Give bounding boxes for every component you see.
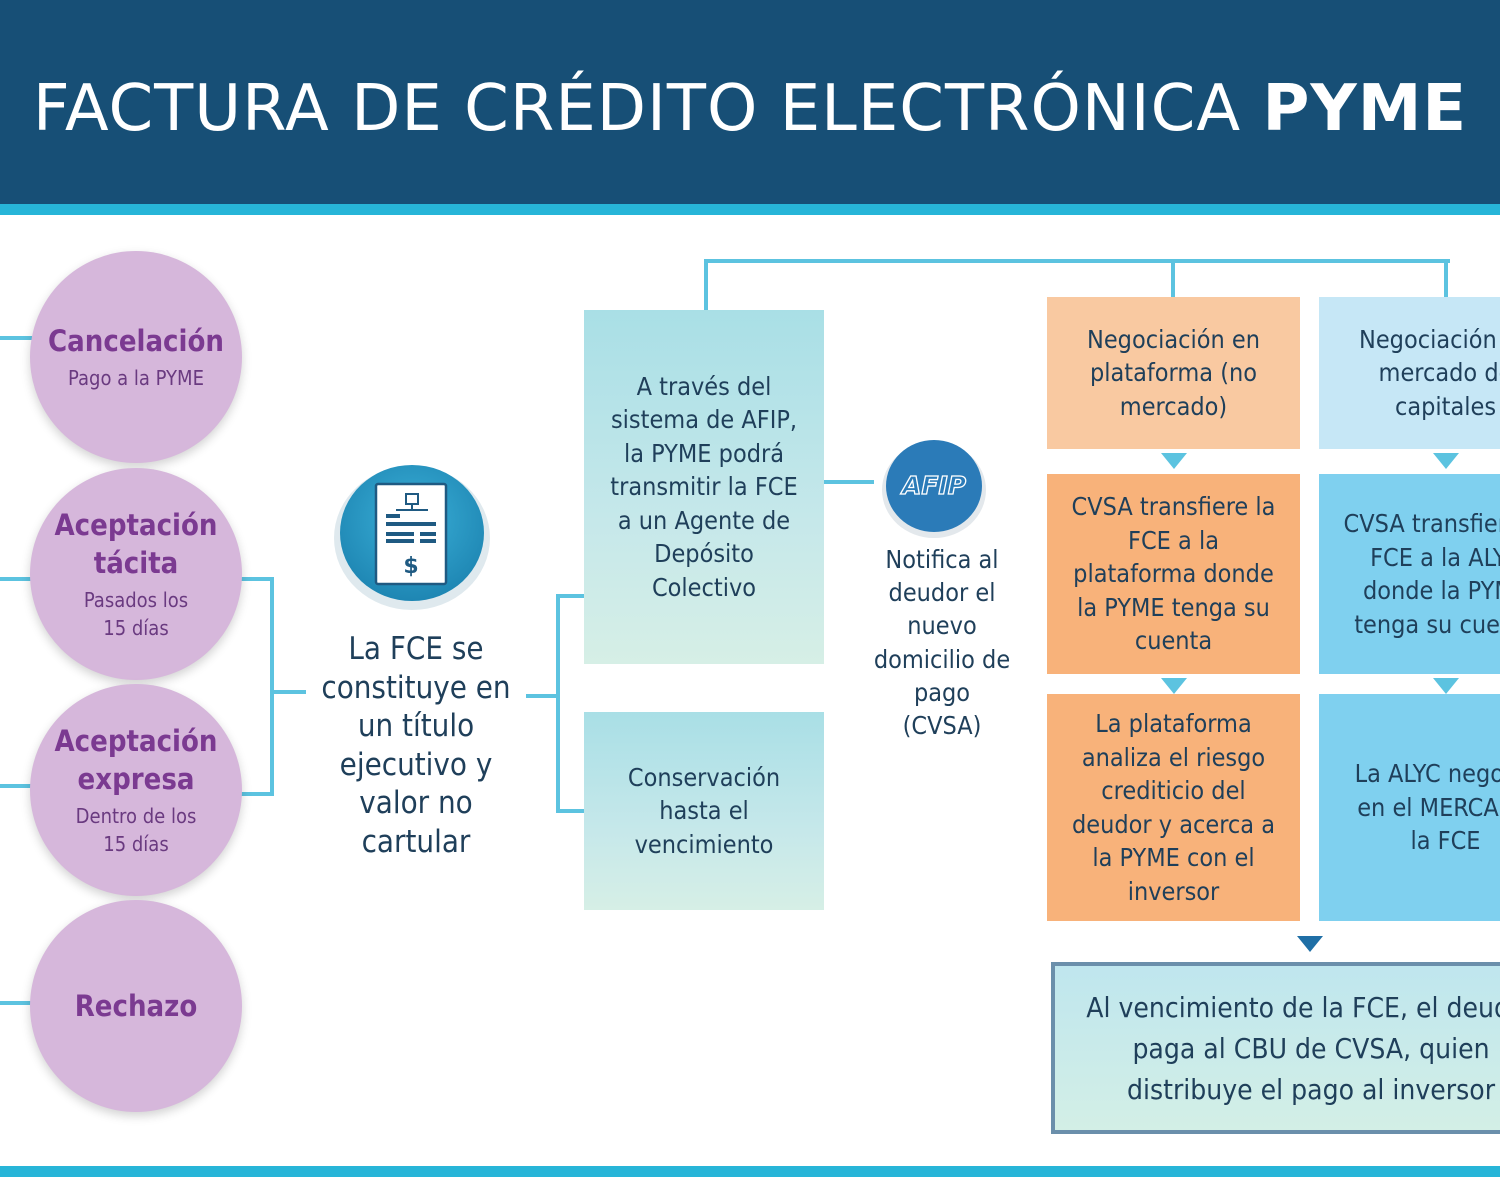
circle-title: Aceptación expresa (54, 724, 218, 796)
invoice-icon: $ (332, 458, 492, 610)
header-banner (0, 0, 1500, 204)
platform-step1-box: CVSA transfiere la FCE a la plataforma d… (1047, 474, 1300, 674)
platform-step1-text: CVSA transfiere la FCE a la plataforma d… (1071, 492, 1276, 656)
arrow-down-icon (1161, 453, 1187, 469)
arrow-down-icon (1297, 936, 1323, 952)
connector-line (0, 1001, 32, 1005)
title-bold: PYME (1262, 72, 1468, 146)
connector-line (824, 480, 874, 484)
circle-rechazo: Rechazo (30, 900, 242, 1112)
connector-line (1444, 259, 1448, 297)
afip-logo-icon: AFIP (880, 436, 988, 540)
fce-description: La FCE se constituye en un título ejecut… (321, 631, 511, 860)
connector-line (526, 694, 560, 698)
title-regular: FACTURA DE CRÉDITO ELECTRÓNICA (32, 72, 1263, 146)
market-step2-text: La ALYC negocia en el MERCADO la FCE (1354, 759, 1500, 856)
connector-line (270, 690, 306, 694)
afip-system-text: A través del sistema de AFIP, la PYME po… (610, 371, 798, 602)
arrow-down-icon (1161, 678, 1187, 694)
connector-line (704, 259, 1450, 263)
header-stripe (0, 204, 1500, 215)
platform-step2-text: La plataforma analiza el riesgo creditic… (1071, 709, 1275, 906)
afip-system-box: A través del sistema de AFIP, la PYME po… (584, 310, 824, 664)
afip-notice: Notifica al deudor el nuevo domicilio de… (873, 545, 1011, 741)
page-title: FACTURA DE CRÉDITO ELECTRÓNICA PYME (0, 72, 1500, 146)
svg-text:$: $ (403, 554, 418, 579)
connector-line (0, 336, 32, 340)
circle-cancelacion: Cancelación Pago a la PYME (30, 251, 242, 463)
platform-step2-box: La plataforma analiza el riesgo creditic… (1047, 694, 1300, 921)
final-payment-text: Al vencimiento de la FCE, el deudor paga… (1086, 990, 1500, 1106)
circle-subtitle: Pago a la PYME (68, 366, 204, 390)
market-step1-text: CVSA transfiere la FCE a la ALYC donde l… (1343, 509, 1500, 639)
connector-line (556, 594, 560, 813)
connector-line (0, 784, 32, 788)
connector-line (270, 577, 274, 796)
afip-logo-text: AFIP (900, 471, 966, 500)
platform-header-text: Negociación en plataforma (no mercado) (1087, 324, 1260, 421)
connector-line (704, 259, 708, 310)
circle-title: Aceptación tácita (54, 508, 218, 580)
circle-aceptacion-tacita: Aceptación tácita Pasados los 15 días (30, 468, 242, 680)
final-payment-box: Al vencimiento de la FCE, el deudor paga… (1051, 962, 1500, 1134)
circle-title: Cancelación (48, 324, 224, 358)
footer-stripe (0, 1166, 1500, 1177)
connector-line (556, 594, 584, 598)
platform-header-box: Negociación en plataforma (no mercado) (1047, 297, 1300, 449)
circle-aceptacion-expresa: Aceptación expresa Dentro de los 15 días (30, 684, 242, 896)
market-header-box: Negociación en mercado de capitales (1319, 297, 1500, 449)
market-step1-box: CVSA transfiere la FCE a la ALYC donde l… (1319, 474, 1500, 674)
circle-subtitle: Dentro de los 15 días (75, 804, 197, 856)
connector-line (1171, 259, 1175, 297)
conservation-text: Conservación hasta el vencimiento (627, 762, 781, 859)
market-step2-box: La ALYC negocia en el MERCADO la FCE (1319, 694, 1500, 921)
circle-title: Rechazo (74, 989, 198, 1023)
connector-line (556, 809, 584, 813)
connector-line (0, 577, 32, 581)
arrow-down-icon (1433, 453, 1459, 469)
conservation-box: Conservación hasta el vencimiento (584, 712, 824, 910)
arrow-down-icon (1433, 678, 1459, 694)
connector-line (240, 792, 274, 796)
connector-line (240, 577, 274, 581)
circle-subtitle: Pasados los 15 días (83, 588, 189, 640)
market-header-text: Negociación en mercado de capitales (1359, 324, 1500, 421)
